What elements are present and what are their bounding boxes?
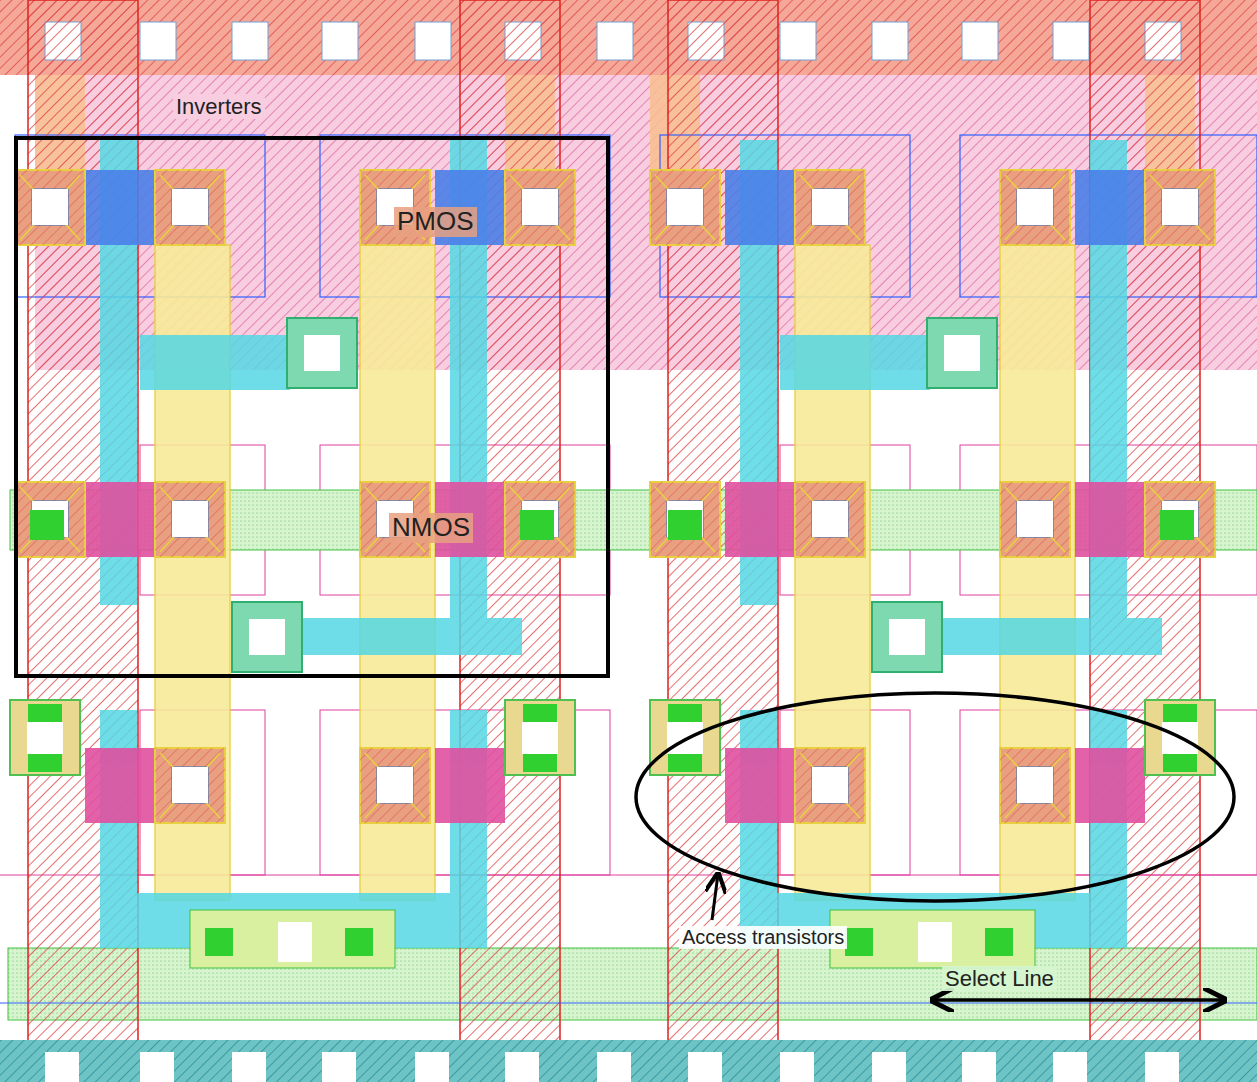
group-box: Inverters <box>14 136 610 678</box>
transistor-label: NMOS <box>389 513 473 543</box>
group-heading: Inverters <box>173 94 265 119</box>
select-line-arrow <box>932 998 1225 1002</box>
group-heading: Access transistors <box>679 926 847 949</box>
leader-arrow <box>712 874 718 920</box>
ellipse-outline <box>633 690 1237 904</box>
signal-name: Select Line <box>942 966 1057 991</box>
transistor-label: PMOS <box>394 207 477 237</box>
group-ellipse: Access transistors <box>633 690 1237 904</box>
